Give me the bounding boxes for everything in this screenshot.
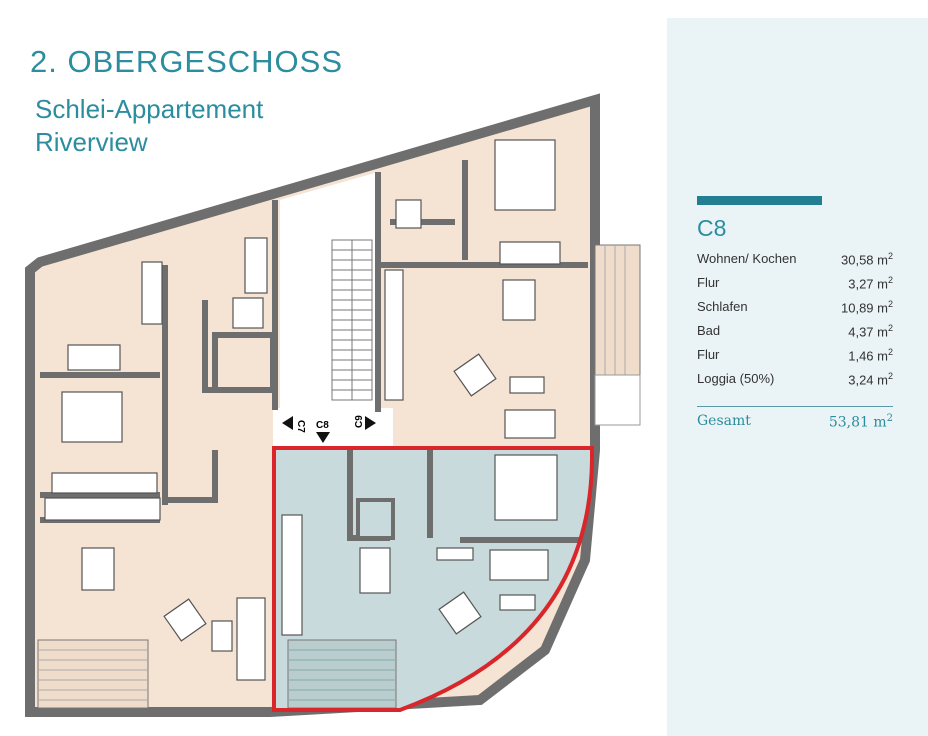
room-name: Bad xyxy=(697,323,721,338)
unit-name: C8 xyxy=(697,215,727,241)
c8-highlight-border xyxy=(272,446,594,712)
label-c8: C8 xyxy=(316,420,329,431)
c8-loggia xyxy=(287,639,397,709)
room-area: 4,37 m2 xyxy=(848,323,893,340)
room-row: Bad 4,37 m2 xyxy=(697,323,893,339)
divider xyxy=(697,406,893,407)
room-row: Flur 1,46 m2 xyxy=(697,347,893,363)
apartment-subname: Riverview xyxy=(35,127,148,157)
room-row: Wohnen/ Kochen 30,58 m2 xyxy=(697,251,893,267)
arrow-right-icon xyxy=(365,416,376,430)
interior-walls xyxy=(40,160,590,543)
room-name: Wohnen/ Kochen xyxy=(697,251,797,266)
room-name: Flur xyxy=(697,347,720,362)
room-area: 3,27 m2 xyxy=(848,275,893,292)
arrow-left-icon xyxy=(282,416,293,430)
total-area: 53,81 m2 xyxy=(828,413,893,431)
room-row: Schlafen 10,89 m2 xyxy=(697,299,893,315)
room-area: 1,46 m2 xyxy=(848,347,893,364)
room-name: Loggia (50%) xyxy=(697,371,775,386)
accent-bar xyxy=(697,196,822,205)
room-area: 10,89 m2 xyxy=(841,299,893,316)
label-c7: C7 xyxy=(295,420,306,433)
info-panel xyxy=(667,18,928,736)
room-name: Flur xyxy=(697,275,720,290)
stairs xyxy=(331,239,373,401)
room-area: 30,58 m2 xyxy=(841,251,893,268)
room-area: 3,24 m2 xyxy=(848,371,893,388)
c9-balcony xyxy=(594,244,641,376)
label-c9: C9 xyxy=(354,415,365,428)
room-row: Loggia (50%) 3,24 m2 xyxy=(697,371,893,387)
apartment-name: Schlei-Appartement xyxy=(35,94,264,124)
arrow-down-icon xyxy=(316,432,330,443)
staircase-core xyxy=(280,172,378,412)
room-name: Schlafen xyxy=(697,299,748,314)
page-title: 2. OBERGESCHOSS xyxy=(30,44,344,79)
total-row: Gesamt 53,81 m2 xyxy=(697,413,893,431)
furniture xyxy=(44,139,561,681)
room-row: Flur 3,27 m2 xyxy=(697,275,893,291)
floor-plan: C7 C8 C9 xyxy=(25,93,641,717)
total-label: Gesamt xyxy=(697,413,751,429)
c7-loggia xyxy=(37,639,149,709)
